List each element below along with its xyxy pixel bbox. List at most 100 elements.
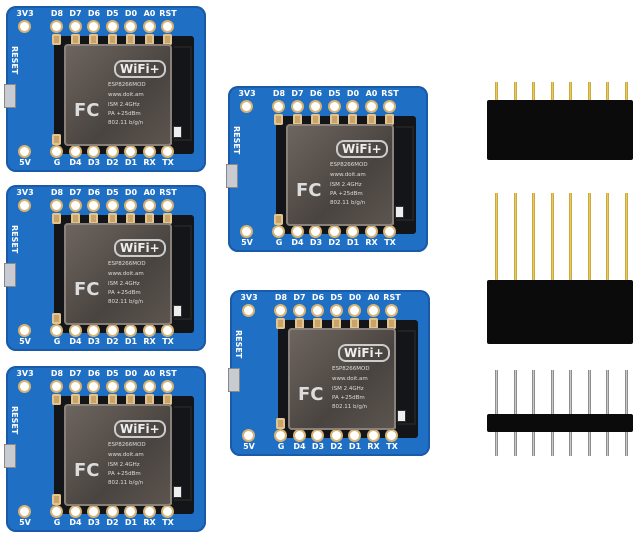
pin-hole (50, 20, 63, 33)
pin-label: RX (143, 518, 156, 527)
chip-standard: 802.11 b/g/n (108, 299, 144, 305)
chip-standard: 802.11 b/g/n (108, 480, 144, 486)
pin-label: D4 (291, 238, 304, 247)
pin-hole (242, 304, 255, 317)
pin-hole (50, 380, 63, 393)
pin-label: D1 (348, 442, 362, 451)
pin-label: 5V (19, 337, 31, 346)
pin-label: D5 (106, 188, 119, 197)
pin-pad (52, 394, 61, 405)
chip-pa: PA +25dBm (108, 111, 141, 117)
pin-hole (364, 100, 378, 113)
pin-pad (274, 114, 283, 125)
chip-website: www.doit.am (330, 172, 366, 178)
pin-pad (126, 394, 135, 405)
pin-hole (50, 199, 63, 212)
header-pin (513, 82, 517, 102)
led (173, 305, 182, 317)
pin-hole (18, 199, 31, 212)
reset-label: RESET (10, 225, 19, 254)
pin-label: D2 (106, 337, 119, 346)
chip-standard: 802.11 b/g/n (330, 200, 366, 206)
pin-hole (142, 380, 156, 393)
pin-pad (163, 394, 172, 405)
pin-pad (313, 318, 322, 329)
pin-label: RST (159, 9, 177, 18)
chip-model: ESP8266MOD (108, 82, 146, 88)
chip-standard: 802.11 b/g/n (108, 120, 144, 126)
pin-pad (107, 394, 117, 405)
male-header (487, 414, 633, 432)
pin-label: 3V3 (16, 188, 34, 197)
usb-connector (4, 263, 16, 287)
pin-hole (87, 20, 100, 33)
pin-hole (240, 225, 253, 238)
pin-label: RST (159, 188, 177, 197)
pin-hole (348, 304, 361, 317)
pin-pad (385, 114, 394, 125)
antenna-trace (174, 225, 192, 320)
pin-hole (161, 380, 174, 393)
chip-ism: ISM 2.4GHz (330, 182, 362, 188)
antenna-trace (398, 330, 416, 425)
header-pin (495, 82, 498, 102)
pin-pad (294, 318, 304, 329)
pin-hole (329, 429, 343, 442)
pin-hole (87, 505, 100, 518)
header-pin (624, 193, 628, 283)
pin-label: RX (365, 238, 378, 247)
pin-hole (242, 429, 255, 442)
reset-label: RESET (232, 126, 241, 155)
chip-model: ESP8266MOD (108, 442, 146, 448)
pin-hole (87, 324, 100, 337)
pin-hole (68, 20, 82, 33)
pin-hole (292, 304, 306, 317)
pin-label: 5V (241, 238, 253, 247)
pin-label: A0 (143, 9, 156, 18)
chip-model: ESP8266MOD (330, 162, 368, 168)
pin-pad (292, 114, 302, 125)
female-header-short (487, 100, 633, 160)
pin-label: D5 (328, 89, 341, 98)
pin-hole (311, 304, 324, 317)
pin-label: 3V3 (240, 293, 258, 302)
chip-website: www.doit.am (108, 271, 144, 277)
chip-model: ESP8266MOD (108, 261, 146, 267)
pin-hole (161, 20, 174, 33)
pin-label: RX (143, 337, 156, 346)
pin-pad (89, 394, 98, 405)
pin-label: D8 (272, 89, 286, 98)
header-pin (495, 193, 498, 283)
pin-label: D7 (69, 188, 82, 197)
header-pin (513, 370, 517, 456)
pin-label: RX (367, 442, 380, 451)
pin-hole (327, 225, 341, 238)
pin-label: A0 (143, 369, 156, 378)
pin-hole (274, 429, 287, 442)
pin-label: D7 (293, 293, 306, 302)
wifi-logo: WiFi+ (336, 140, 388, 158)
pin-hole (272, 100, 285, 113)
pin-hole (142, 505, 156, 518)
pin-label: TX (384, 238, 396, 247)
pin-label: RST (383, 293, 401, 302)
chip-pa: PA +25dBm (332, 395, 365, 401)
header-pin (606, 82, 609, 102)
reset-label: RESET (234, 330, 243, 359)
pin-hole (385, 429, 398, 442)
pin-label: TX (162, 518, 174, 527)
pin-pad (144, 213, 154, 224)
antenna-trace (174, 46, 192, 141)
pin-hole (18, 505, 31, 518)
usb-connector (228, 368, 240, 392)
header-pin (550, 370, 554, 456)
pin-label: D4 (69, 158, 82, 167)
pin-pad (89, 34, 98, 45)
pin-hole (105, 380, 119, 393)
pin-pad (107, 34, 117, 45)
